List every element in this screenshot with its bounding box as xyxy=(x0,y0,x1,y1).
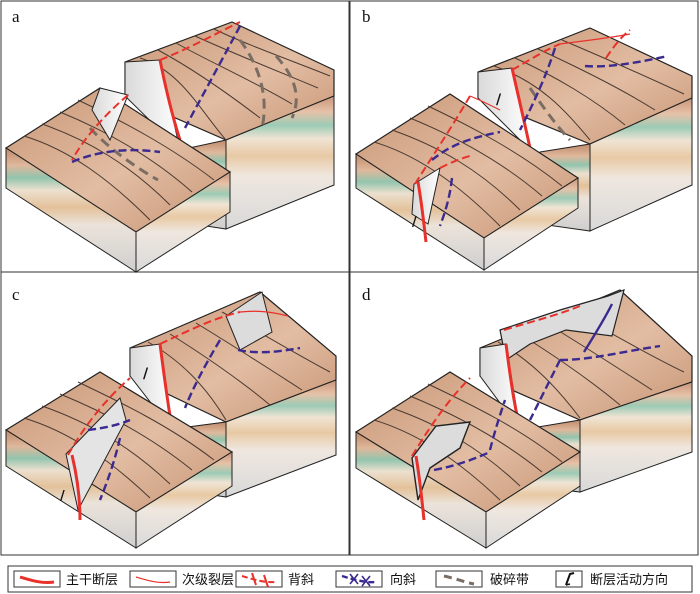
legend-label-syncline: 向斜 xyxy=(390,572,416,588)
block-front-c: / xyxy=(4,371,234,549)
syncline-icon xyxy=(341,573,377,587)
panel-label-a: a xyxy=(12,7,20,26)
block-front-b: / xyxy=(354,93,580,271)
anticline-icon xyxy=(241,572,277,588)
svg-text:/: / xyxy=(60,489,65,504)
legend-item-syncline: 向斜 xyxy=(335,570,416,588)
legend-label-secondary-fault: 次级裂层 xyxy=(182,572,234,588)
svg-text:/: / xyxy=(143,366,149,382)
legend-label-main-fault: 主干断层 xyxy=(66,573,118,588)
legend-item-secondary-fault: 次级裂层 xyxy=(129,570,234,588)
legend-item-fault-motion: 断层活动方向 xyxy=(555,570,668,588)
block-front-d xyxy=(354,371,582,549)
block-front-a xyxy=(4,87,232,273)
legend: 主干断层 次级裂层 背斜 向斜 破碎带 xyxy=(7,565,693,593)
panel-frame-d xyxy=(349,271,699,556)
legend-item-anticline: 背斜 xyxy=(235,570,314,588)
panel-frame-c xyxy=(0,271,350,556)
legend-item-fracture-zone: 破碎带 xyxy=(435,570,529,588)
fracture-zone-icon xyxy=(443,574,475,586)
panel-label-b: b xyxy=(362,7,371,26)
secondary-fault-icon xyxy=(135,576,171,584)
legend-label-fault-motion: 断层活动方向 xyxy=(590,572,668,588)
legend-item-main-fault: 主干断层 xyxy=(13,570,118,588)
svg-text:/: / xyxy=(496,92,502,108)
panel-label-d: d xyxy=(362,285,371,304)
panel-d: d xyxy=(354,285,693,549)
main-fault-icon xyxy=(19,575,55,584)
fault-motion-icon xyxy=(565,572,575,586)
panel-b: b / xyxy=(354,7,693,271)
panel-label-c: c xyxy=(12,285,20,304)
legend-label-anticline: 背斜 xyxy=(288,573,314,588)
panel-c: c / xyxy=(4,285,337,549)
legend-label-fracture-zone: 破碎带 xyxy=(490,573,529,588)
svg-text:/: / xyxy=(412,215,417,230)
panel-a: a xyxy=(4,7,335,273)
